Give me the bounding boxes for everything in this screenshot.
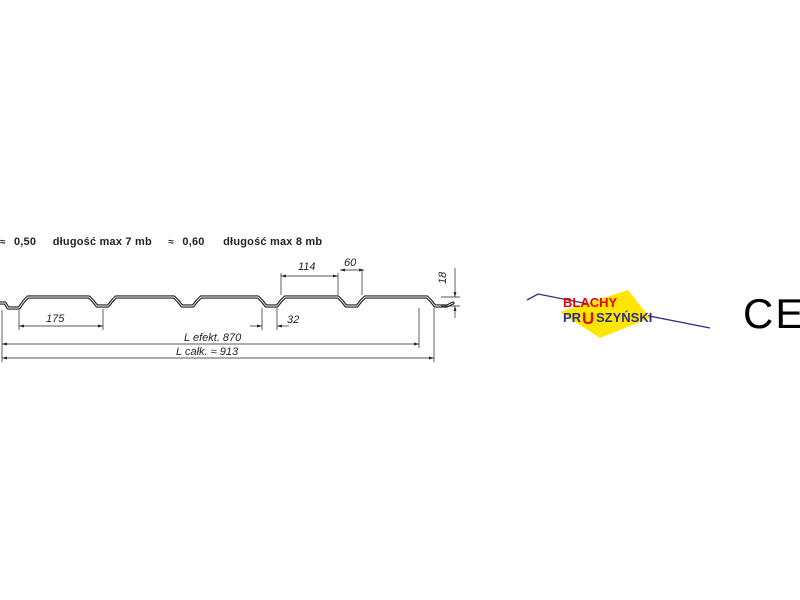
total-length-label: L całk. ≈ 913 (176, 346, 239, 358)
max-length-2: długość max 8 mb (223, 236, 323, 248)
ce-mark: CE (743, 290, 800, 337)
thickness-1: 0,50 (13, 236, 37, 248)
ce-mark-text: CE (743, 290, 800, 337)
height-label: 18 (437, 271, 449, 284)
logo-text-blachy: BLACHY (563, 295, 617, 310)
blachy-pruszynski-logo: BLACHY PR U SZYŃSKI (526, 290, 711, 338)
dimension-lines (1, 268, 460, 362)
effective-length-label: L efekt. 870 (184, 332, 242, 344)
logo-text-u: U (582, 309, 594, 328)
pitch-label: 175 (46, 313, 65, 325)
logo-text-szynski: SZYŃSKI (596, 310, 652, 325)
approx-symbol-2: ≈ (168, 237, 175, 248)
spec-line: ≈ 0,50 długość max 7 mb ≈ 0,60 długość m… (0, 236, 322, 248)
approx-symbol-1: ≈ (0, 237, 6, 248)
sheet-profile (0, 295, 455, 310)
dimension-labels: 114 60 18 175 32 L efekt. 870 L całk. ≈ … (46, 257, 449, 358)
valley-label: 32 (287, 314, 299, 326)
crest-top-label: 60 (344, 257, 357, 269)
crest-width-label: 114 (298, 261, 316, 273)
thickness-2: 0,60 (182, 236, 205, 248)
max-length-1: długość max 7 mb (52, 236, 152, 248)
logo-text-pr: PR (563, 310, 582, 325)
